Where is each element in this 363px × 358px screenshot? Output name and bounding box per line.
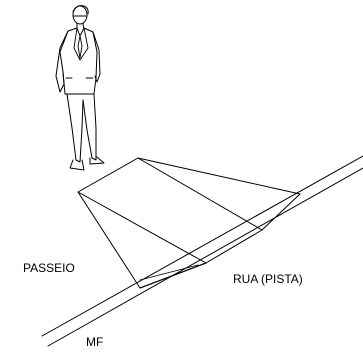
label-curb: MF [86, 335, 103, 349]
pedestrian-left-leg [66, 93, 84, 163]
ramp-fold-line-right [137, 157, 263, 231]
ramp-base-line [139, 262, 207, 289]
pedestrian-right-shoe [89, 156, 105, 165]
label-sidewalk: PASSEIO [23, 261, 75, 275]
ramp-outline [77, 157, 301, 289]
pedestrian-tie [77, 35, 83, 59]
pedestrian-hair [72, 5, 89, 15]
pedestrian-right-arm [92, 31, 101, 83]
curb-line-lower [47, 167, 363, 347]
label-street: RUA (PISTA) [233, 272, 303, 286]
pedestrian-lapels [73, 27, 89, 61]
ramp-edge-shadow [139, 264, 199, 281]
pedestrian-jacket [59, 27, 98, 95]
curb-lines [41, 155, 363, 347]
pedestrian-left-arm [55, 30, 69, 93]
curb-ramp [77, 157, 301, 289]
pedestrian-right-leg [82, 93, 97, 161]
pedestrian-figure [55, 5, 105, 171]
curb-line-upper [41, 155, 363, 337]
ramp-fold-line-left [77, 191, 207, 264]
pedestrian-left-shoe [69, 159, 85, 171]
pedestrian-neck [76, 23, 85, 30]
